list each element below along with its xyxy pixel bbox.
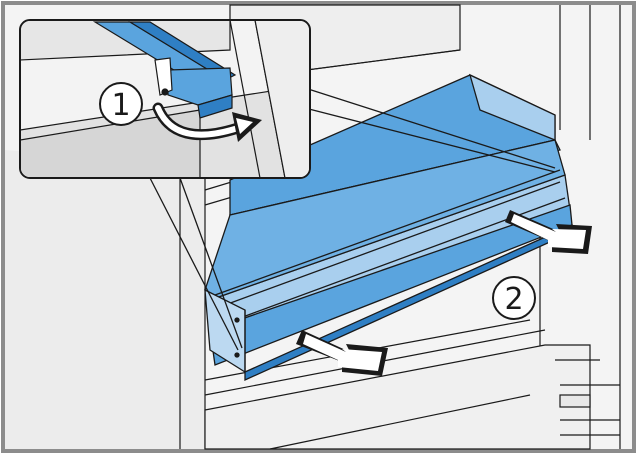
blue-drawer [204, 73, 573, 382]
pull-arrow-icon [505, 210, 592, 254]
step-2-number: 2 [504, 282, 523, 317]
zoom-inset: 1 [19, 19, 311, 179]
curved-arrow-icon [152, 102, 262, 142]
callout-pointer-lines [149, 87, 556, 351]
step-1-number: 1 [111, 88, 130, 123]
step-1-marker: 1 [99, 82, 143, 126]
step-2-marker: 2 [492, 276, 536, 320]
pull-arrow-icon [296, 330, 388, 376]
